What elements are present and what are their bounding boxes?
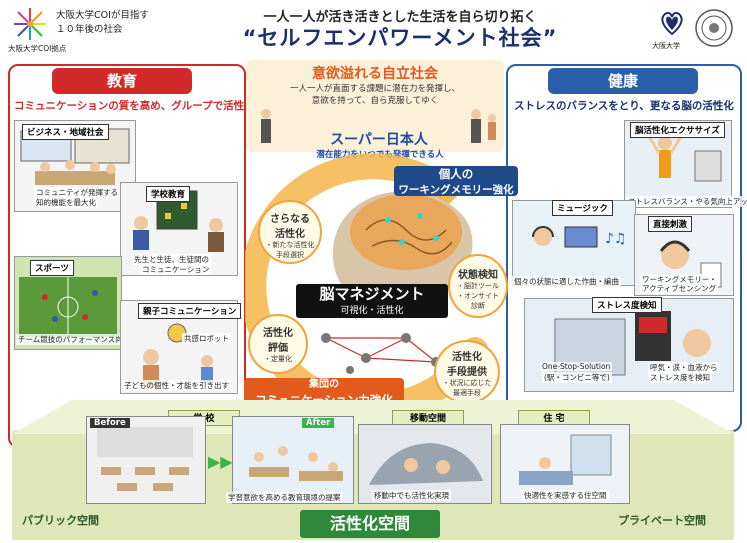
stress-solution-caption-2: (駅・コンビニ等で) xyxy=(542,372,612,383)
classroom-before-icon xyxy=(97,427,193,491)
stress-detect-caption-1: 呼気・涙・血液から xyxy=(648,362,720,373)
university-logo-caption: 大阪大学 xyxy=(652,42,680,50)
further-activation-title-2: 活性化 xyxy=(275,229,305,240)
mobile-space-caption: 移動中でも活性化実現 xyxy=(372,490,451,501)
stress-detection-label: ストレス度検知 xyxy=(592,297,662,313)
exercise-label: 脳活性化エクササイズ xyxy=(630,122,725,138)
stress-sensing-station-icon xyxy=(554,311,711,376)
evaluation-title-1: 活性化 xyxy=(263,328,293,339)
business-caption-1: コミュニティが発揮する xyxy=(34,187,121,198)
state-detection-sub-2: ・オンサイト xyxy=(457,292,499,300)
public-space-label: パブリック空間 xyxy=(22,514,99,527)
headphone-listener-icon: ♪♫ xyxy=(532,226,627,248)
state-detection-title: 状態検知 xyxy=(458,270,498,281)
working-memory-line1: 個人の xyxy=(438,167,474,181)
group-communication-line1: 集団の xyxy=(309,379,339,390)
working-memory-banner: 個人の ワーキングメモリー強化 xyxy=(394,166,518,196)
brain-head-icon xyxy=(332,191,473,308)
empathy-robot-caption: 共感ロボット xyxy=(182,333,231,344)
state-detection-sub-1: ・脳計ツール xyxy=(457,282,499,290)
school-education-caption-1: 先生と生徒、生徒間の xyxy=(132,254,211,265)
education-subtitle: コミュニケーションの質を高め、グループで活性化 xyxy=(14,100,255,112)
university-logo-icon xyxy=(661,12,683,36)
activation-means-title-1: 活性化 xyxy=(452,352,482,363)
brain-management-title: 脳マネジメント xyxy=(319,285,425,303)
soccer-field-illustration-icon xyxy=(19,277,117,337)
further-activation-sub-2: 手段選択 xyxy=(276,251,304,259)
direct-stimulation-caption-2: アクティブセンシング xyxy=(640,283,719,294)
stretch-person-icon xyxy=(645,132,722,182)
sports-caption: チーム競技のパフォーマンス向上 xyxy=(16,334,133,345)
activation-means-title-2: 手段提供 xyxy=(447,367,487,378)
school-caption: 学習意欲を高める教育環境の提案 xyxy=(226,492,343,503)
business-caption-2: 知的機能を最大化 xyxy=(34,197,98,208)
school-before-scene xyxy=(86,416,206,504)
health-subtitle: ストレスのバランスをとり、更なる脳の活性化 xyxy=(514,100,734,112)
coi-star-logo-icon xyxy=(14,8,46,40)
further-activation-title-1: さらなる xyxy=(270,214,310,225)
org-caption: 大阪大学COI拠点 xyxy=(8,44,67,53)
top-center-desc-2: 意欲を持って、自ら克服してゆく xyxy=(311,96,439,106)
activation-means-sub-1: ・状況に応じた xyxy=(442,379,492,387)
brain-management-subtitle: 可視化・活性化 xyxy=(340,306,404,316)
school-after-scene xyxy=(232,416,354,504)
further-activation-sub-1: ・新たな活性化 xyxy=(265,241,315,249)
health-title: 健康 xyxy=(548,68,698,94)
org-line2: １０年後の社会 xyxy=(56,24,123,35)
education-title: 教育 xyxy=(52,68,192,94)
school-education-label: 学校教育 xyxy=(146,186,191,202)
music-label: ミュージック xyxy=(552,200,613,216)
car-interior-icon xyxy=(369,443,483,485)
state-detection-bubble: 状態検知 ・脳計ツール ・オンサイト 診断 xyxy=(448,254,508,318)
independent-society-heading: 意欲溢れる自立社会 xyxy=(312,66,438,82)
page-subtitle: 一人一人が活き活きとした生活を自ら切り拓く xyxy=(263,10,537,25)
parent-child-caption: 子どもの個性・才能を引き出す xyxy=(122,380,231,391)
org-line1: 大阪大学COIが目指す xyxy=(56,10,149,21)
activation-space-title: 活性化空間 xyxy=(300,510,440,538)
after-tag: After xyxy=(302,418,335,428)
evaluation-bubble: 活性化 評価 ・定量化 xyxy=(248,314,308,374)
super-japanese-title: スーパー日本人 xyxy=(330,132,428,148)
working-memory-line2: ワーキングメモリー強化 xyxy=(398,184,514,196)
sports-card-label: スポーツ xyxy=(30,260,74,276)
page-title: “セルフエンパワーメント社会” xyxy=(242,26,558,50)
evaluation-title-2: 評価 xyxy=(268,343,288,354)
music-caption: 個々の状態に適した作曲・編曲 xyxy=(512,276,621,287)
people-silhouettes-icon xyxy=(261,109,496,143)
evaluation-sub: ・定量化 xyxy=(264,355,292,363)
school-education-caption-2: コミュニケーション xyxy=(140,264,212,275)
before-tag: Before xyxy=(90,418,130,428)
state-detection-sub-3: 診断 xyxy=(471,302,485,310)
home-caption: 快適性を実感する住空間 xyxy=(522,490,609,501)
living-room-icon xyxy=(519,434,612,485)
stress-detect-caption-2: ストレス度を検知 xyxy=(648,372,712,383)
further-activation-bubble: さらなる 活性化 ・新たな活性化 手段選択 xyxy=(258,200,322,264)
svg-text:♪♫: ♪♫ xyxy=(605,231,627,247)
business-card-label: ビジネス・地域社会 xyxy=(22,124,109,140)
direct-stimulation-caption-1: ワーキングメモリー・ xyxy=(640,274,719,285)
brain-management-box: 脳マネジメント 可視化・活性化 xyxy=(296,284,448,318)
activation-means-bubble: 活性化 手段提供 ・状況に応じた 最適手段 xyxy=(434,340,500,404)
parent-child-label: 親子コミュニケーション xyxy=(138,303,242,319)
top-center-box xyxy=(246,60,504,152)
arrow-right-icon: ▶▶ xyxy=(208,452,233,471)
classroom-after-icon xyxy=(249,446,343,481)
top-center-desc-1: 一人一人が直面する課題に潜在力を発揮し、 xyxy=(289,84,460,94)
exercise-caption: ストレスバランス・やる気向上アップ xyxy=(626,196,747,207)
seal-logo-icon xyxy=(695,9,733,47)
stress-solution-caption-1: One-Stop-Solution xyxy=(540,362,613,371)
private-space-label: プライベート空間 xyxy=(618,514,706,527)
activation-means-sub-2: 最適手段 xyxy=(453,389,481,397)
direct-stimulation-label: 直接刺激 xyxy=(648,216,693,232)
